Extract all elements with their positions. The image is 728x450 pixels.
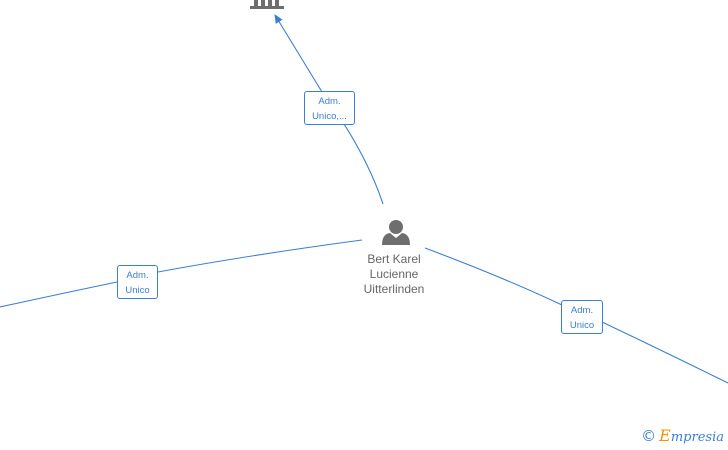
edge-label-top-line-2: Unico,... <box>312 111 347 122</box>
edge-label-top[interactable]: Adm. Unico,... <box>304 91 355 125</box>
edge-label-left[interactable]: Adm. Unico <box>117 265 158 299</box>
edge-label-top-line-1: Adm. <box>318 96 341 107</box>
building-icon[interactable] <box>250 0 284 9</box>
edge-label-left-line-2: Unico <box>125 285 150 296</box>
edge-label-left-line-1: Adm. <box>126 270 149 281</box>
brand-logo-rest: mpresia <box>670 430 724 445</box>
person-name-line-2: Lucienne <box>369 267 419 281</box>
copyright-icon: © <box>641 426 657 445</box>
brand-logo: Empresia <box>659 426 724 445</box>
person-name-line-1: Bert Karel <box>367 252 421 266</box>
watermark: © Empresia <box>641 426 724 445</box>
person-name-label[interactable]: Bert Karel Lucienne Uitterlinden <box>344 252 444 297</box>
edge-person-to-company-top-arrow <box>274 14 323 93</box>
person-icon[interactable] <box>382 220 410 245</box>
edge-person-to-left <box>0 239 363 308</box>
edge-label-right-line-2: Unico <box>569 320 595 331</box>
edge-label-right-line-1: Adm. <box>570 305 594 316</box>
person-name-line-3: Uitterlinden <box>363 282 425 296</box>
edge-label-right[interactable]: Adm. Unico <box>561 300 603 334</box>
brand-logo-initial: E <box>659 426 671 445</box>
